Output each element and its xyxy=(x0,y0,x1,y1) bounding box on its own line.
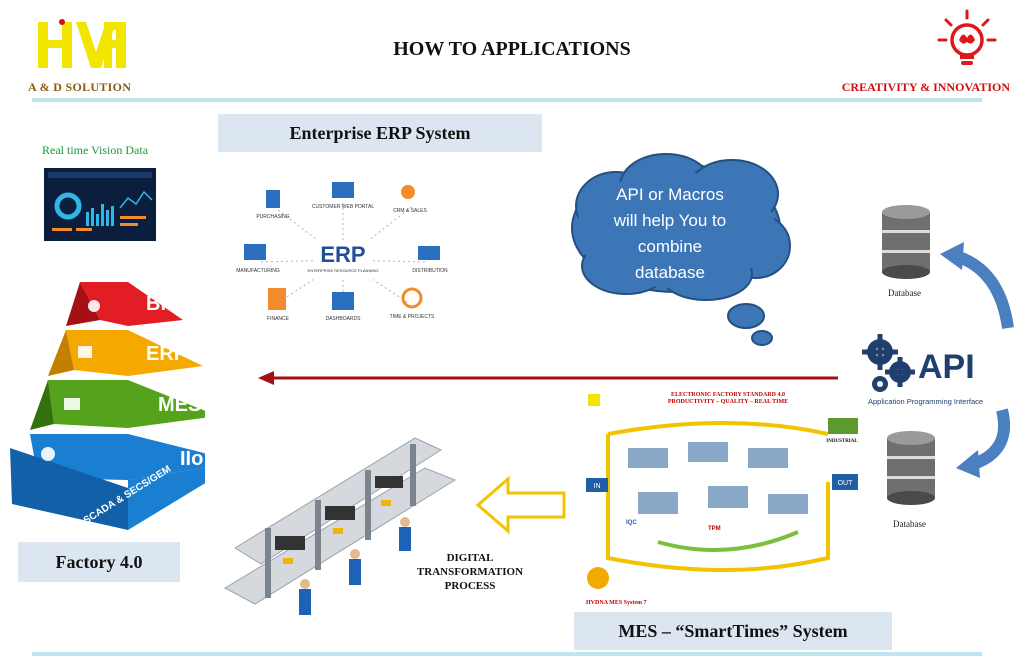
cloud-line-3: combine xyxy=(637,237,703,256)
finance-icon xyxy=(268,288,286,310)
page-title: HOW TO APPLICATIONS xyxy=(393,38,631,60)
database-top-label: Database xyxy=(888,288,921,298)
database-icon xyxy=(887,431,935,505)
data-flow-arrow xyxy=(258,371,838,385)
erp-node-distribution: DISTRIBUTION xyxy=(412,268,448,274)
mes-out-label: OUT xyxy=(838,480,854,487)
api-sub-label: Application Programming Interface xyxy=(868,397,983,406)
pyramid-erp-label: ERP xyxy=(146,343,187,365)
vision-data-label: Real time Vision Data xyxy=(42,143,149,157)
erp-node-web-portal: CUSTOMER WEB PORTAL xyxy=(312,204,374,210)
erp-node-dashboards: DASHBOARDS xyxy=(325,316,361,322)
api-thought-cloud xyxy=(571,153,791,346)
erp-center-sub: ENTERPRISE RESOURCE PLANNING xyxy=(308,268,379,273)
arrow-icon xyxy=(258,371,274,385)
mes-industrial-label: INDUSTRIAL xyxy=(826,439,858,444)
hive-icon xyxy=(587,567,609,589)
erp-node-time: TIME & PROJECTS xyxy=(390,314,435,320)
crm-icon xyxy=(401,185,415,199)
company-logo xyxy=(32,16,132,74)
factory-4-label: Factory 4.0 xyxy=(18,542,180,582)
industry-pyramid: BI ERP MES IIoT SCADA & SECS/GEM xyxy=(10,282,240,530)
erp-center-label: ERP xyxy=(320,242,365,267)
arrow-icon xyxy=(940,242,964,270)
purchasing-icon xyxy=(266,190,280,208)
pyramid-mes-label: MES xyxy=(158,394,201,416)
gear-icon: API Application Programming Interface xyxy=(862,334,983,406)
time-icon xyxy=(401,287,423,309)
database-bottom-label: Database xyxy=(893,519,926,529)
pyramid-bi-label: BI xyxy=(146,293,166,315)
mes-header-1: ELECTRONIC FACTORY STANDARD 4.0 xyxy=(671,392,785,398)
digital-transformation-label: DIGITAL TRANSFORMATION PROCESS xyxy=(395,551,545,593)
bulb-icon xyxy=(937,9,997,65)
dashboard-screen-image xyxy=(44,168,156,241)
mes-system-title: MES – “SmartTimes” System xyxy=(574,612,892,650)
worker-figures xyxy=(299,517,411,615)
mes-system-label: HVDNA MES System 7 xyxy=(586,600,647,606)
database-icon xyxy=(882,205,930,279)
pyramid-layer-bi xyxy=(80,282,183,326)
mes-in-label: IN xyxy=(594,483,601,490)
cloud-line-2: will help You to xyxy=(613,211,727,230)
process-line-3: PROCESS xyxy=(444,580,496,592)
cloud-message: API or Macros will help You to combine d… xyxy=(582,182,758,286)
brand-right-label: CREATIVITY & INNOVATION xyxy=(841,80,1010,94)
dashboards-icon xyxy=(332,292,354,310)
pyramid-layer-iiot xyxy=(30,434,240,480)
manufacturing-icon xyxy=(244,244,266,260)
api-logo: API Application Programming Interface xyxy=(858,330,1008,408)
mes-process-diagram: ELECTRONIC FACTORY STANDARD 4.0 PRODUCTI… xyxy=(578,382,868,614)
pyramid-layer-mes xyxy=(48,380,218,428)
distribution-icon xyxy=(418,246,440,260)
transformation-arrow-icon xyxy=(475,475,566,535)
cloud-line-1: API or Macros xyxy=(616,185,724,204)
process-line-2: TRANSFORMATION xyxy=(416,566,524,578)
cloud-line-4: database xyxy=(635,263,705,282)
erp-system-title: Enterprise ERP System xyxy=(218,114,542,152)
erp-node-crm: CRM & SALES xyxy=(393,208,427,214)
process-line-1: DIGITAL xyxy=(446,552,494,564)
top-divider xyxy=(32,98,982,102)
api-label: API xyxy=(918,348,975,386)
erp-node-manufacturing: MANUFACTURING xyxy=(236,268,280,274)
pyramid-layer-erp xyxy=(66,330,203,376)
mes-tpm-label: TPM xyxy=(708,526,721,532)
web-portal-icon xyxy=(332,182,354,198)
mes-iqc-label: IQC xyxy=(626,520,637,526)
pyramid-layer-scada xyxy=(10,448,128,530)
production-line-image xyxy=(205,408,475,634)
erp-node-purchasing: PURCHASING xyxy=(256,214,289,220)
erp-node-finance: FINANCE xyxy=(267,316,290,322)
sync-arrows xyxy=(940,242,1014,478)
brand-left-label: A & D SOLUTION xyxy=(28,80,132,94)
mes-header-2: PRODUCTIVITY – QUALITY – REAL TIME xyxy=(668,399,788,405)
arrow-icon xyxy=(956,450,980,478)
erp-module-diagram: ERP ENTERPRISE RESOURCE PLANNING PURCHAS… xyxy=(236,182,448,322)
factory-icon xyxy=(828,418,858,434)
bottom-divider xyxy=(32,652,982,656)
